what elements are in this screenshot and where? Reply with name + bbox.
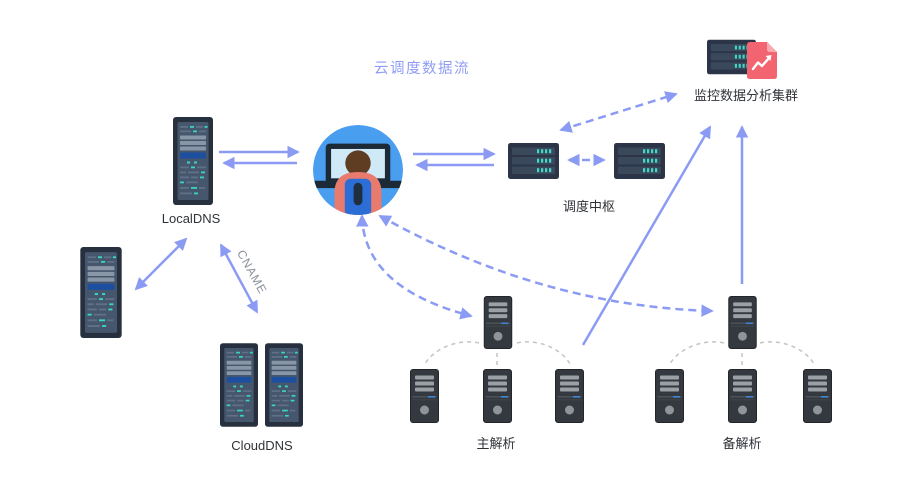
link-primary-top-right: [516, 341, 572, 367]
backup-pc-3-icon: [803, 369, 832, 423]
arrow-cname-localdns-clouddns: [219, 243, 259, 314]
link-backup-top-right: [759, 341, 816, 367]
edge-tower-server-icon: [79, 247, 123, 338]
arrow-primary-to-monitor: [581, 125, 712, 346]
arrow-operator-primary-dashed: [356, 214, 473, 320]
primary-top-pc-icon: [482, 296, 514, 349]
report-document-icon: [747, 42, 777, 79]
link-backup-top-left: [668, 341, 725, 367]
hub-rack-server-1-icon: [508, 143, 559, 179]
primary-pc-3-icon: [555, 369, 584, 423]
backup-pc-2-icon: [728, 369, 757, 423]
backup-top-pc-icon: [727, 296, 758, 349]
diagram-title: 云调度数据流: [374, 61, 470, 77]
primary-pc-2-icon: [483, 369, 512, 423]
hub-rack-server-2-icon: [614, 143, 665, 179]
primary-label: 主解析: [476, 436, 516, 451]
primary-pc-1-icon: [410, 369, 439, 423]
clouddns-server-1-icon: [220, 340, 258, 430]
backup-pc-1-icon: [655, 369, 684, 423]
arrow-operator-backup-dashed: [378, 214, 714, 317]
backup-label: 备解析: [722, 436, 762, 451]
link-primary-top-left: [423, 341, 480, 367]
arrow-hub-monitor-dashed: [559, 91, 678, 133]
clouddns-label: CloudDNS: [231, 438, 293, 453]
localdns-label: LocalDNS: [161, 211, 221, 226]
localdns-server-icon: [173, 117, 213, 205]
operator-at-computer-icon: [312, 124, 404, 216]
monitor-label: 监控数据分析集群: [693, 88, 799, 103]
clouddns-server-2-icon: [265, 340, 303, 430]
hub-label: 调度中枢: [562, 199, 616, 214]
arrow-localdns-edge-tower: [134, 237, 188, 291]
